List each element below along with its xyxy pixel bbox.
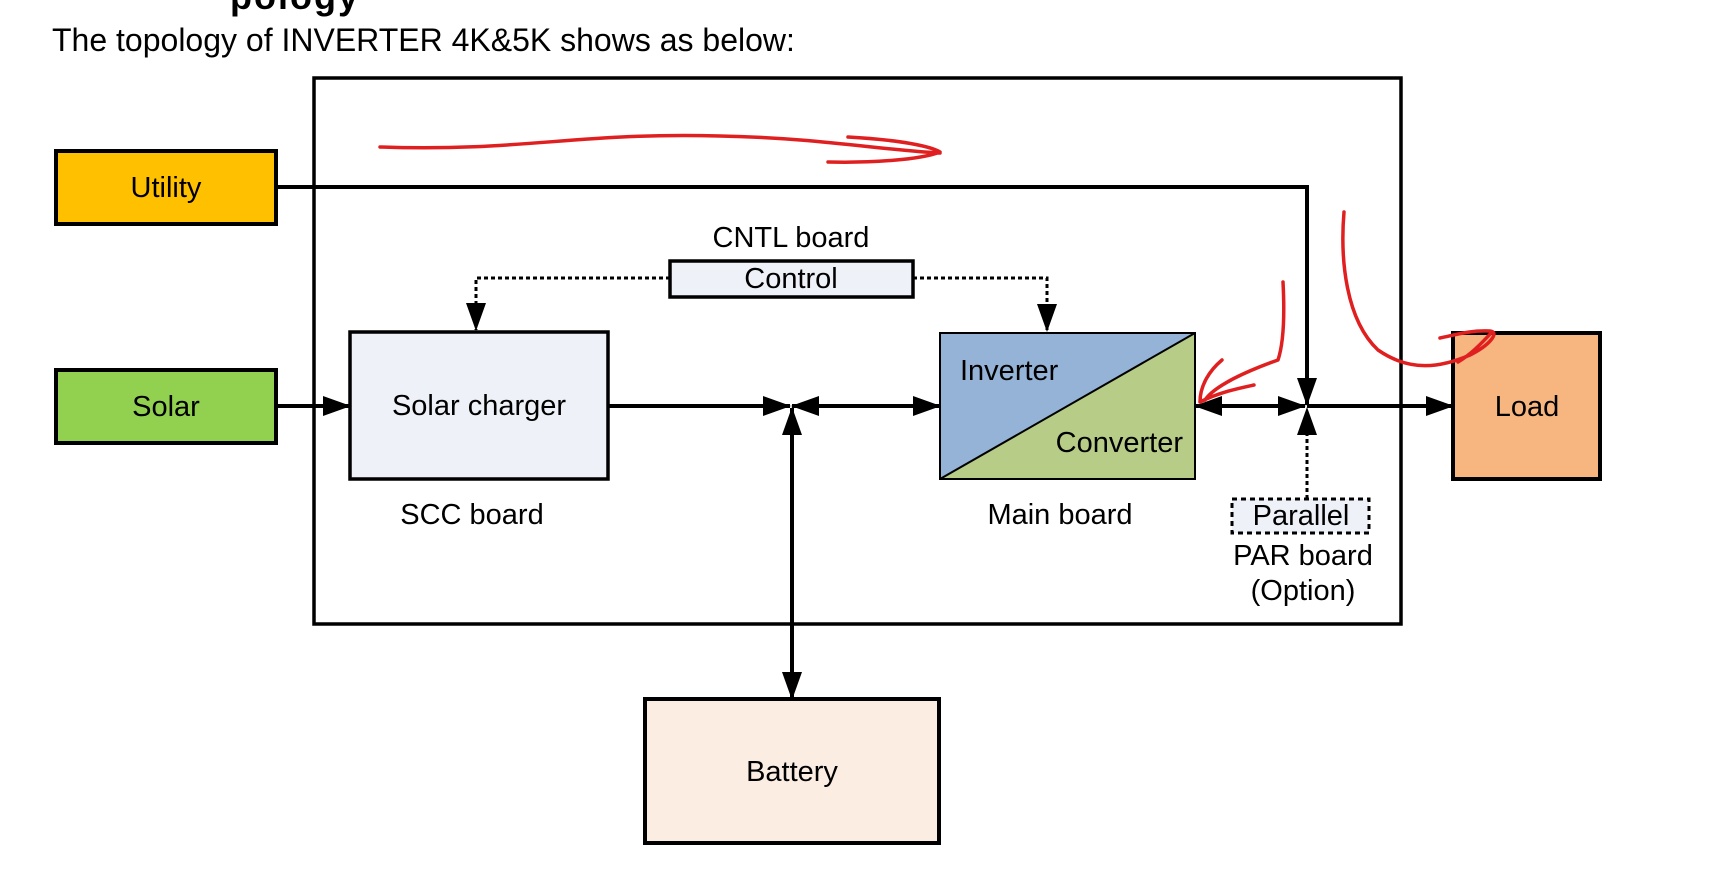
annotation-arrow-to-main bbox=[1198, 280, 1286, 404]
parallel-node[interactable]: Parallel bbox=[1230, 497, 1371, 535]
inverter-label: Inverter bbox=[960, 355, 1059, 387]
par-option-caption: (Option) bbox=[1251, 575, 1356, 607]
battery-label: Battery bbox=[746, 756, 838, 788]
par-board-caption: PAR board bbox=[1233, 540, 1373, 572]
solar-charger-label: Solar charger bbox=[392, 390, 566, 422]
annotation-arrow-to-load bbox=[1341, 210, 1496, 368]
control-label: Control bbox=[744, 263, 838, 295]
load-node[interactable]: Load bbox=[1451, 331, 1602, 481]
annotation-arrow-top bbox=[378, 133, 942, 164]
main-board-node[interactable]: Inverter Converter bbox=[939, 332, 1196, 480]
parallel-label: Parallel bbox=[1253, 500, 1350, 532]
scc-board-caption: SCC board bbox=[400, 499, 543, 531]
cntl-board-caption: CNTL board bbox=[713, 222, 870, 254]
solar-label: Solar bbox=[132, 391, 200, 423]
solar-charger-node[interactable]: Solar charger bbox=[348, 330, 610, 481]
control-to-scc-dotted bbox=[466, 276, 670, 331]
section-heading: pology bbox=[230, 0, 360, 18]
utility-label: Utility bbox=[131, 172, 202, 204]
utility-to-bus-line bbox=[276, 185, 1317, 406]
battery-node[interactable]: Battery bbox=[643, 697, 941, 845]
utility-node[interactable]: Utility bbox=[54, 149, 278, 226]
converter-label: Converter bbox=[1056, 427, 1184, 459]
control-to-main-dotted bbox=[913, 276, 1057, 332]
inverter-frame bbox=[312, 76, 1403, 626]
intro-text: The topology of INVERTER 4K&5K shows as … bbox=[52, 22, 795, 58]
solar-node[interactable]: Solar bbox=[54, 368, 278, 445]
control-node[interactable]: Control bbox=[668, 259, 915, 299]
load-label: Load bbox=[1495, 391, 1560, 423]
main-board-caption: Main board bbox=[987, 499, 1132, 531]
